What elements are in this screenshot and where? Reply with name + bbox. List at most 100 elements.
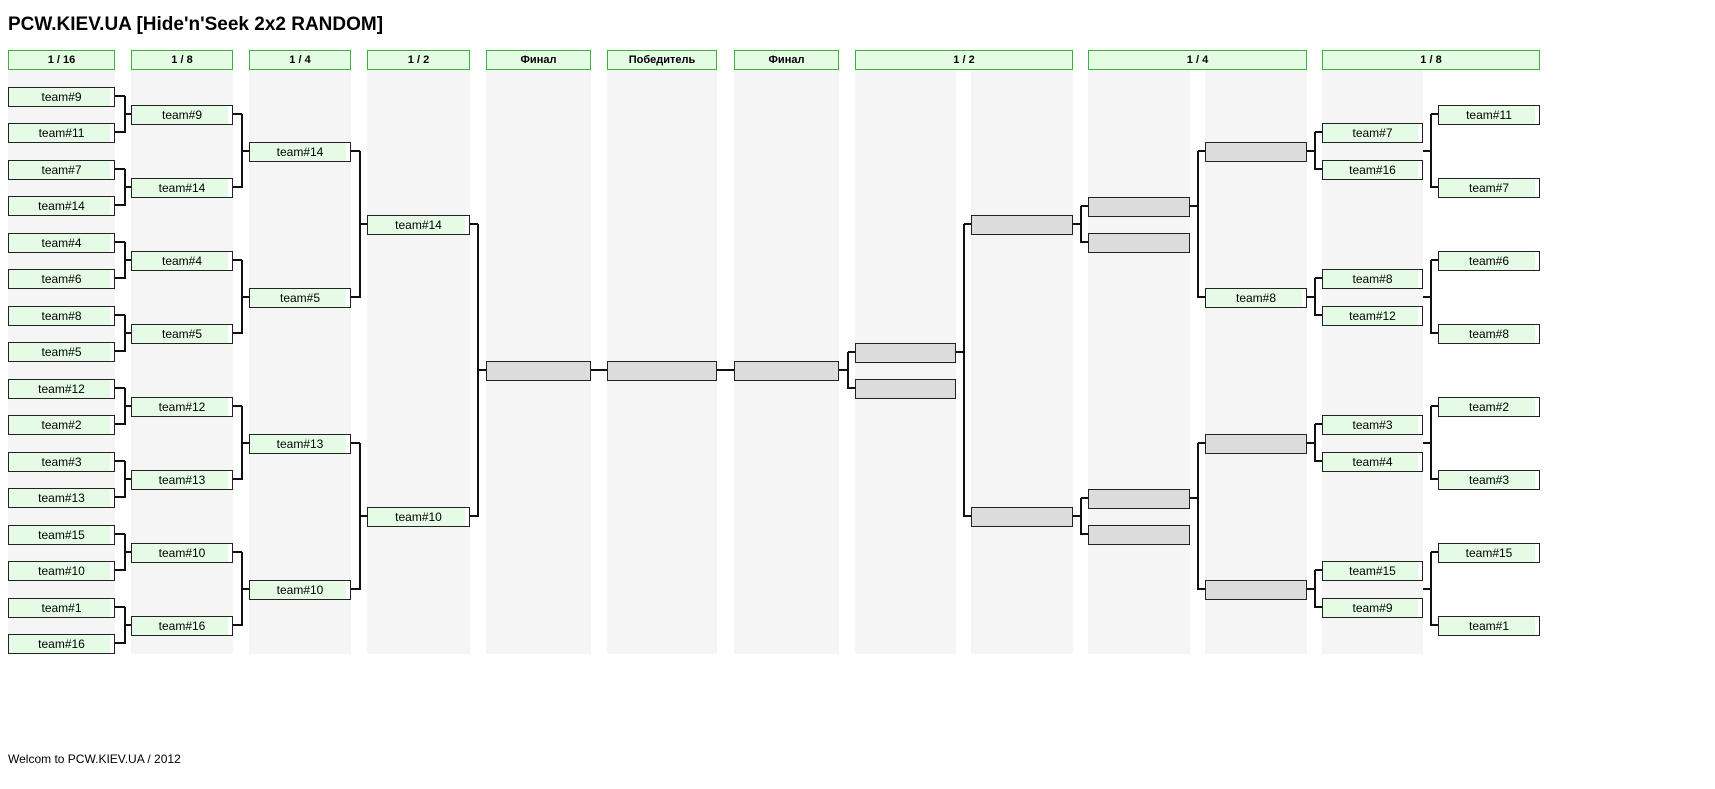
left-r8-slot-6[interactable]: team#13 (131, 470, 233, 490)
connector-line (233, 624, 242, 626)
right-r4b-slot-2[interactable] (1088, 233, 1190, 253)
right-r4c-slot-4[interactable] (1205, 580, 1307, 600)
left-r16-slot-3[interactable]: team#7 (8, 160, 115, 180)
right-r8b-slot-6[interactable]: team#3 (1438, 470, 1540, 490)
connector-line (1081, 205, 1088, 207)
left-r16-slot-13[interactable]: team#15 (8, 525, 115, 545)
right-r8a-slot-8[interactable]: team#9 (1322, 598, 1423, 618)
header-final-left: Финал (486, 50, 591, 70)
right-r8b-slot-7[interactable]: team#15 (1438, 543, 1540, 563)
left-r16-slot-5[interactable]: team#4 (8, 233, 115, 253)
left-r8-slot-2[interactable]: team#14 (131, 178, 233, 198)
left-r16-slot-15[interactable]: team#1 (8, 598, 115, 618)
connector-line (115, 569, 125, 571)
right-r4c-slot-3[interactable] (1205, 434, 1307, 454)
left-r16-slot-14[interactable]: team#10 (8, 561, 115, 581)
right-r4c-slot-1[interactable] (1205, 142, 1307, 162)
connector-line (115, 460, 125, 462)
connector-line (717, 369, 734, 371)
left-r16-slot-2[interactable]: team#11 (8, 123, 115, 143)
left-r2-slot-1[interactable]: team#14 (367, 215, 470, 235)
right-r8a-slot-6[interactable]: team#4 (1322, 452, 1423, 472)
right-r8a-slot-1[interactable]: team#7 (1322, 123, 1423, 143)
left-r8-slot-1[interactable]: team#9 (131, 105, 233, 125)
left-r4-slot-2[interactable]: team#5 (249, 288, 351, 308)
connector-line (1431, 259, 1438, 261)
left-r8-slot-8[interactable]: team#16 (131, 616, 233, 636)
left-r8-slot-7[interactable]: team#10 (131, 543, 233, 563)
right-r8b-slot-3[interactable]: team#6 (1438, 251, 1540, 271)
left-r16-slot-8[interactable]: team#5 (8, 342, 115, 362)
left-r4-slot-3[interactable]: team#13 (249, 434, 351, 454)
connector-line (1197, 443, 1199, 590)
left-r8-slot-5[interactable]: team#12 (131, 397, 233, 417)
header-right-r8: 1 / 8 (1322, 50, 1540, 70)
right-r4a-slot-2[interactable] (971, 507, 1073, 527)
header-left-r4: 1 / 4 (249, 50, 351, 70)
right-r8a-slot-3[interactable]: team#8 (1322, 269, 1423, 289)
column-bg-right-r4a (971, 70, 1073, 654)
left-r16-slot-16[interactable]: team#16 (8, 634, 115, 654)
connector-line (1423, 588, 1431, 590)
final-left-slot[interactable] (486, 361, 591, 381)
right-r8a-slot-5[interactable]: team#3 (1322, 415, 1423, 435)
column-bg-left-r4 (249, 70, 351, 654)
footer-text: Welcom to PCW.KIEV.UA / 2012 (8, 752, 181, 766)
right-semi-slot-2[interactable] (855, 379, 956, 399)
right-r8b-slot-4[interactable]: team#8 (1438, 324, 1540, 344)
final-right-slot[interactable] (734, 361, 839, 381)
left-r16-slot-10[interactable]: team#2 (8, 415, 115, 435)
right-r8b-slot-2[interactable]: team#7 (1438, 178, 1540, 198)
connector-line (115, 533, 125, 535)
connector-line (1315, 168, 1322, 170)
connector-line (1315, 314, 1322, 316)
right-r4b-slot-4[interactable] (1088, 525, 1190, 545)
connector-line (1314, 424, 1316, 462)
connector-line (115, 314, 125, 316)
connector-line (242, 150, 249, 152)
right-r4b-slot-3[interactable] (1088, 489, 1190, 509)
right-semi-slot-1[interactable] (855, 343, 956, 363)
left-r16-slot-11[interactable]: team#3 (8, 452, 115, 472)
column-bg-left-r8 (131, 70, 233, 654)
connector-line (1315, 460, 1322, 462)
connector-line (125, 113, 131, 115)
connector-line (1314, 570, 1316, 608)
connector-line (351, 442, 360, 444)
right-r8b-slot-1[interactable]: team#11 (1438, 105, 1540, 125)
left-r16-slot-4[interactable]: team#14 (8, 196, 115, 216)
connector-line (233, 332, 242, 334)
winner-slot[interactable] (607, 361, 717, 381)
connector-line (125, 259, 131, 261)
left-r16-slot-7[interactable]: team#8 (8, 306, 115, 326)
right-r4a-slot-1[interactable] (971, 215, 1073, 235)
connector-line (115, 387, 125, 389)
connector-line (1307, 442, 1315, 444)
left-r4-slot-1[interactable]: team#14 (249, 142, 351, 162)
right-r8b-slot-8[interactable]: team#1 (1438, 616, 1540, 636)
left-r16-slot-1[interactable]: team#9 (8, 87, 115, 107)
left-r8-slot-3[interactable]: team#4 (131, 251, 233, 271)
right-r8a-slot-2[interactable]: team#16 (1322, 160, 1423, 180)
left-r2-slot-2[interactable]: team#10 (367, 507, 470, 527)
left-r8-slot-4[interactable]: team#5 (131, 324, 233, 344)
connector-line (1423, 296, 1431, 298)
column-bg-right-r8a (1205, 70, 1307, 654)
connector-line (1423, 150, 1431, 152)
right-r4c-slot-2[interactable]: team#8 (1205, 288, 1307, 308)
right-r8a-slot-4[interactable]: team#12 (1322, 306, 1423, 326)
right-r4b-slot-1[interactable] (1088, 197, 1190, 217)
header-right-r4: 1 / 4 (1088, 50, 1307, 70)
left-r4-slot-4[interactable]: team#10 (249, 580, 351, 600)
connector-line (1431, 186, 1438, 188)
right-r8a-slot-7[interactable]: team#15 (1322, 561, 1423, 581)
left-r16-slot-12[interactable]: team#13 (8, 488, 115, 508)
connector-line (1080, 206, 1082, 243)
connector-line (1315, 569, 1322, 571)
right-r8b-slot-5[interactable]: team#2 (1438, 397, 1540, 417)
connector-line (233, 478, 242, 480)
left-r16-slot-9[interactable]: team#12 (8, 379, 115, 399)
left-r16-slot-6[interactable]: team#6 (8, 269, 115, 289)
connector-line (964, 223, 971, 225)
header-left-r16: 1 / 16 (8, 50, 115, 70)
